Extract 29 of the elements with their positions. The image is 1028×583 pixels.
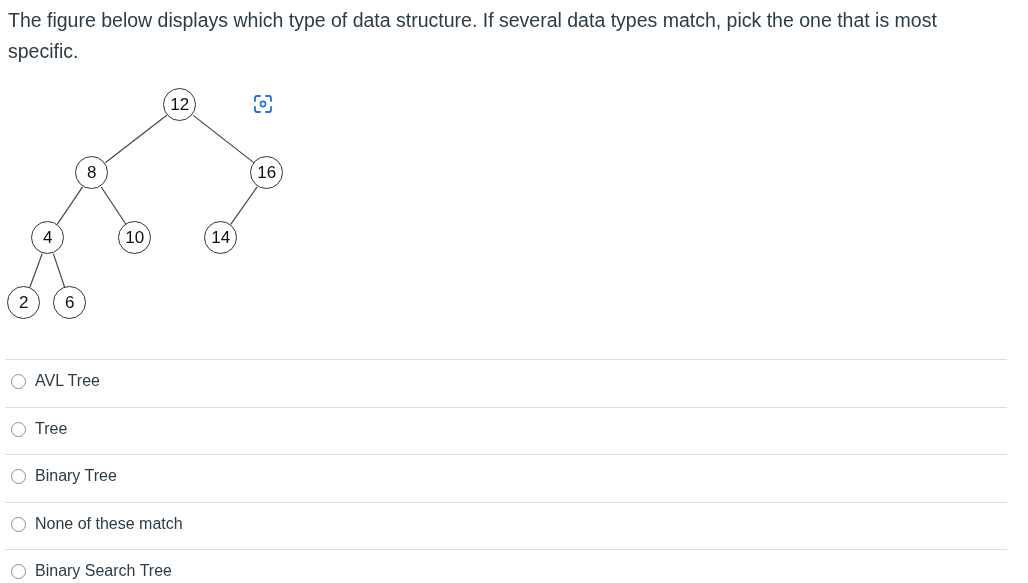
tree-edge [29,253,43,288]
tree-node-circle [204,221,238,255]
node-value: 12 [170,95,190,114]
tree-node-circle [118,221,152,255]
option-label: Binary Tree [35,466,117,486]
tree-edge [104,114,168,164]
node-value: 6 [64,293,75,312]
option-label: Tree [35,419,68,439]
question-text: The figure below displays which type of data structure. If several data types match, pick the one that is most specific. [8,8,938,64]
tree-edge [230,186,258,225]
option-label: AVL Tree [35,371,100,391]
node-value: 10 [125,228,145,247]
node-value: 16 [257,163,277,182]
option-label: None of these match [35,514,183,534]
tree-edge [192,114,255,164]
tree-node-circle [163,88,197,122]
tree-edge [56,186,84,225]
node-value: 2 [18,293,29,312]
tree-node-circle [53,286,87,320]
node-value: 4 [42,228,53,247]
tree-node-circle [7,286,41,320]
tree-node-circle [75,156,109,190]
node-value: 8 [86,163,97,182]
tree-node-circle [31,221,65,255]
tree-edge [100,186,127,225]
node-value: 14 [211,228,231,247]
option-label: Binary Search Tree [35,561,172,581]
tree-edge [52,253,66,288]
tree-node-circle [250,156,284,190]
